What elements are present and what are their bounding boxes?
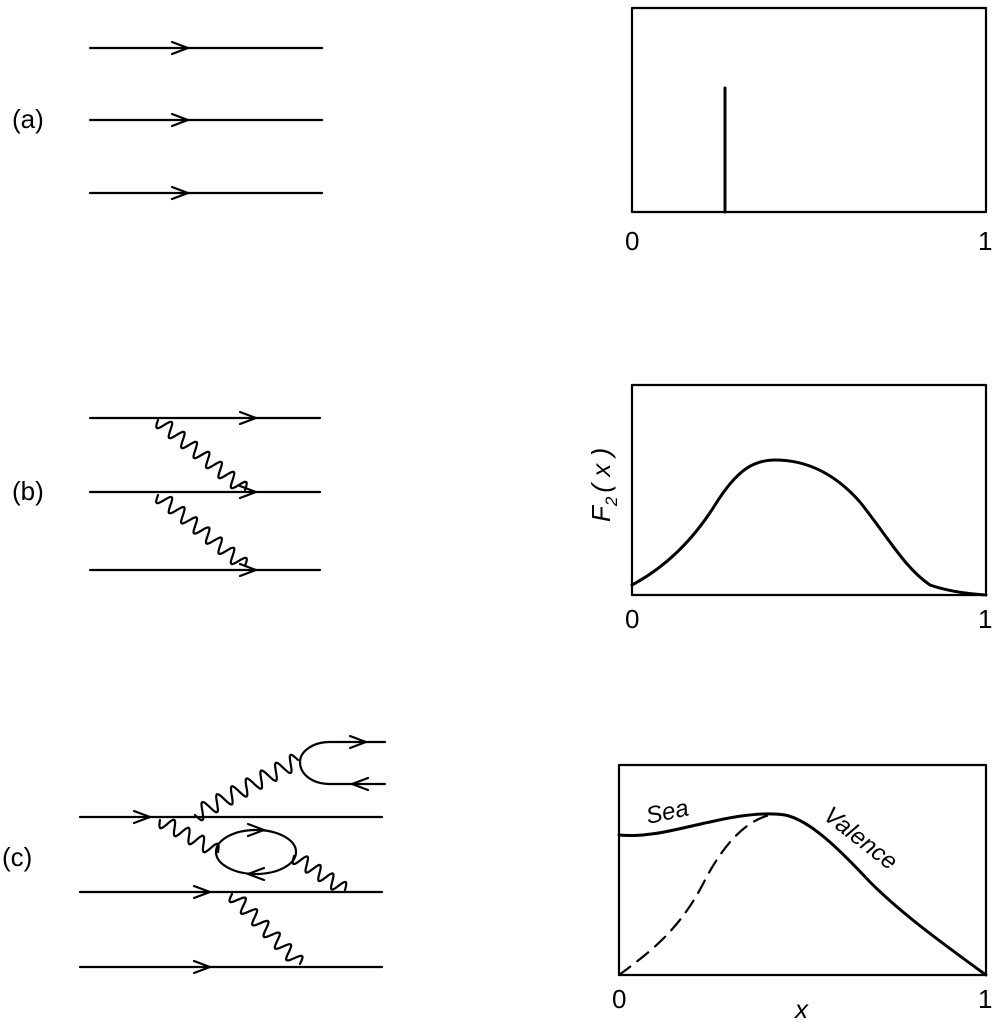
panel-c-label: (c) <box>2 842 32 872</box>
structure-function-curve <box>630 458 988 597</box>
panel-c-diagram: (c) <box>2 734 387 975</box>
x-tick-0: 0 <box>625 604 639 634</box>
plot-frame <box>617 763 988 977</box>
x-tick-0: 0 <box>625 226 639 256</box>
quark-loop <box>214 828 298 876</box>
sea-valence-curve <box>617 812 988 977</box>
gluon-line <box>155 418 248 492</box>
x-tick-1: 1 <box>978 226 992 256</box>
gluon-line <box>228 892 304 966</box>
y-label-main: F <box>586 504 616 522</box>
gluon-line <box>291 854 348 892</box>
panel-a-label: (a) <box>12 104 44 134</box>
y-axis-label: F2 ( x ) <box>586 448 621 522</box>
gluon-line <box>193 753 300 822</box>
sea-curve-label: Sea <box>644 795 691 830</box>
y-label-subscript: 2 <box>602 496 621 507</box>
panel-a-diagram: (a) <box>12 40 324 201</box>
valence-curve-label: Valence <box>818 801 902 875</box>
gluon-line <box>158 818 220 854</box>
gluon-line <box>155 493 248 568</box>
svg-text:F2( x ): F2 ( x ) <box>586 448 621 522</box>
quark-antiquark-pair <box>298 740 387 786</box>
panel-b-label: (b) <box>12 476 44 506</box>
panel-b-plot: 0 1 F2 ( x ) <box>586 383 992 634</box>
valence-only-curve <box>617 812 777 977</box>
panel-a-plot: 0 1 <box>625 6 992 256</box>
x-axis-label: x <box>793 994 809 1023</box>
x-tick-1: 1 <box>978 604 992 634</box>
plot-frame <box>630 383 988 597</box>
y-label-argument: ( x ) <box>586 448 616 493</box>
panel-c-plot: Sea Valence 0 1 x <box>612 763 992 1023</box>
x-tick-0: 0 <box>612 984 626 1014</box>
x-tick-1: 1 <box>978 984 992 1014</box>
panel-b-diagram: (b) <box>12 410 322 578</box>
plot-frame <box>630 6 988 214</box>
